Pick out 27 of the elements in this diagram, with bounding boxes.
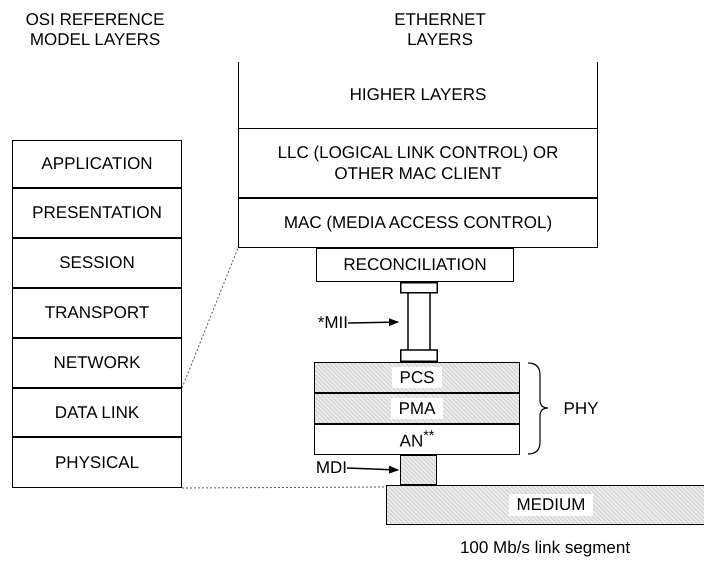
caption: 100 Mb/s link segment [458,538,632,558]
column-heading: OSI REFERENCE MODEL LAYERS [24,10,166,51]
projection-line [182,248,238,388]
interface-connector [400,282,438,362]
sublayer-box: PCS [314,362,520,393]
layer-box: MAC (MEDIA ACCESS CONTROL) [238,198,598,248]
interface-label: *MII [298,312,348,334]
column-heading: ETHERNET LAYERS [393,10,487,51]
layer-box: RECONCILIATION [316,248,514,282]
sublayer-box: PMA [314,393,520,424]
layer-box: TRANSPORT [12,288,182,338]
layer-box: NETWORK [12,338,182,388]
layer-box: LLC (LOGICAL LINK CONTROL) OR OTHER MAC CLIENT [238,128,598,198]
brace-label: PHY [562,399,600,420]
interface-label: MDI [305,457,347,479]
projection-line [182,486,386,488]
sublayer-box: AN$^{**}$ [314,424,520,455]
layer-box: PHYSICAL [12,437,182,488]
layer-box: APPLICATION [12,140,182,188]
layer-box: SESSION [12,238,182,288]
layer-box: DATA LINK [12,388,182,437]
open-layer-box: HIGHER LAYERS [238,62,598,128]
interface-connector [400,455,437,485]
layer-box: PRESENTATION [12,188,182,238]
medium-bar: MEDIUM [386,485,704,525]
arrow [348,318,399,326]
arrow [346,466,399,474]
